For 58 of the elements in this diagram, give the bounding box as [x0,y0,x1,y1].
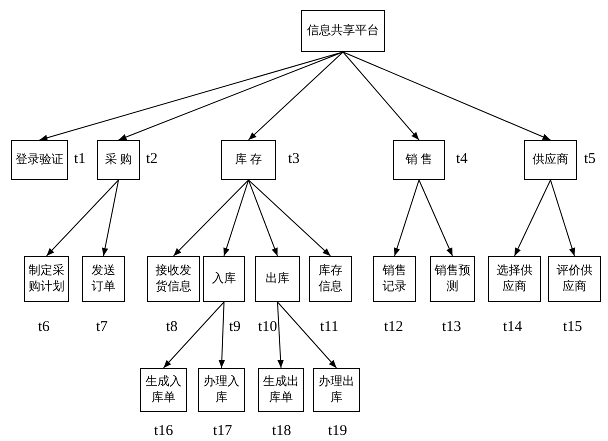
process-box: 销 售 [393,140,445,180]
process-box: 办理出库 [313,368,360,412]
process-box: 办理入库 [198,368,245,412]
node-caption: t18 [272,424,292,439]
arrow [342,52,551,140]
arrow [342,52,420,140]
process-box: 接收发货信息 [147,256,200,302]
node-caption: t7 [96,320,108,335]
node-caption: t17 [213,424,232,439]
arrow [394,180,420,256]
arrow [118,52,344,140]
process-box: 制定采购计划 [24,256,69,302]
process-box: 信息共享平台 [301,10,385,52]
node-caption: t3 [288,152,300,167]
node-caption: t12 [384,320,404,335]
process-box: 销售记录 [373,256,416,302]
node-caption: t19 [328,424,348,439]
arrow [277,302,284,368]
arrow [418,180,453,256]
process-box: 登录验证 [11,140,68,180]
arrow [248,180,278,256]
node-caption: t6 [38,320,50,335]
arrow [163,302,224,368]
arrow [277,302,337,368]
node-caption: t9 [229,320,241,335]
node-caption: t15 [563,320,582,335]
arrow [223,180,249,256]
process-box: 评价供应商 [548,256,601,302]
node-caption: t16 [154,424,174,439]
node-caption: t10 [258,320,278,335]
node-caption: t8 [166,320,178,335]
process-box: 销售预测 [430,256,475,302]
process-box: 生成出库单 [258,368,304,412]
node-caption: t5 [584,152,596,167]
process-box: 选择供应商 [488,256,541,302]
arrow [39,52,344,141]
process-box: 采 购 [97,140,140,180]
arrow [218,302,225,368]
arrow [248,180,331,256]
process-box: 库存信息 [309,256,352,302]
process-box: 出库 [255,256,300,302]
arrow [102,180,119,256]
arrow [248,52,344,140]
arrow [173,180,249,256]
process-box: 库 存 [221,140,276,180]
node-caption: t13 [442,320,462,335]
node-caption: t4 [456,152,468,167]
arrow [46,180,119,256]
node-caption: t14 [503,320,522,335]
process-box: 生成入库单 [140,368,187,412]
arrow [514,180,551,256]
process-box: 供应商 [524,140,577,180]
node-caption: t1 [74,152,86,167]
arrow [550,180,576,256]
process-box: 入库 [203,256,245,302]
node-caption: t2 [146,152,158,167]
node-caption: t11 [320,320,339,335]
process-box: 发送订单 [82,256,125,302]
